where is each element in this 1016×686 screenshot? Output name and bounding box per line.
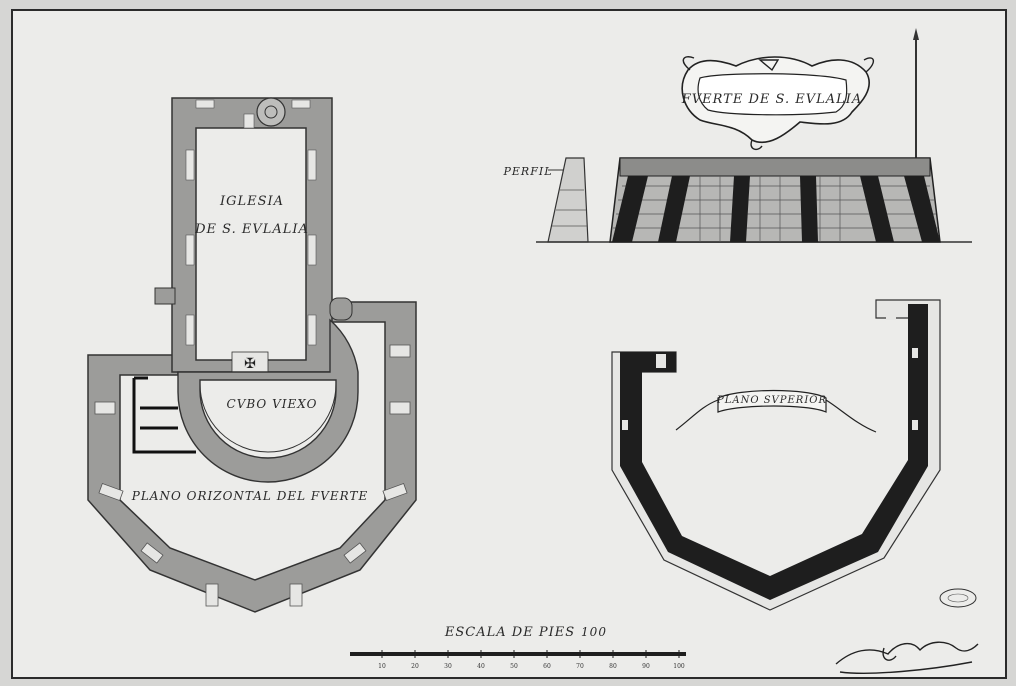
scale-tick-label: 20 [411, 663, 419, 670]
stair-turret [256, 97, 286, 127]
inner-room-walls [132, 376, 196, 454]
signature-flourish [835, 641, 979, 674]
scale-tick-label: 40 [477, 663, 485, 670]
church-label-line2: DE S. EVLALIA [194, 222, 309, 237]
old-cube-label: CVBO VIEXO [227, 397, 318, 411]
scale-tick-label: 90 [642, 663, 650, 670]
upper-plan-label: PLANO SVPERIOR [716, 395, 827, 406]
profile-section: PERFIL [503, 157, 972, 243]
scale-tick-label: 70 [576, 663, 584, 670]
scale-tick-label: 80 [609, 663, 617, 670]
stamp-seal [939, 588, 977, 608]
horizontal-plan: ✠ IGLESIA DE S. EVLALIA CVBO VIEXO PLANO… [87, 97, 417, 613]
scale-bar [350, 652, 686, 656]
scale-tick-label: 60 [543, 663, 551, 670]
scale-tick-label: 30 [444, 663, 452, 670]
cartouche-title: FVERTE DE S. EVLALIA [681, 92, 863, 107]
church-label-line1: IGLESIA [219, 194, 284, 209]
scale-tick-label: 50 [510, 663, 518, 670]
scale-bar-group: ESCALA DE PIES 100 10 20 30 40 50 60 70 80 90 100 [350, 625, 686, 670]
title-cartouche: FVERTE DE S. EVLALIA [681, 56, 874, 151]
upper-plan: PLANO SVPERIOR [611, 299, 941, 611]
svg-text:✠: ✠ [244, 356, 256, 372]
scale-tick-label: 100 [673, 663, 685, 670]
outer-bastion-wall [87, 301, 417, 613]
profile-label: PERFIL [503, 165, 553, 178]
old-cube-tower [177, 318, 359, 483]
scale-tick-label: 10 [378, 663, 386, 670]
paper-sheet [11, 9, 1007, 679]
horizontal-plan-label: PLANO ORIZONTAL DEL FVERTE [131, 489, 368, 503]
scale-max-label: 100 [581, 625, 607, 639]
scale-label: ESCALA DE PIES [444, 625, 575, 640]
